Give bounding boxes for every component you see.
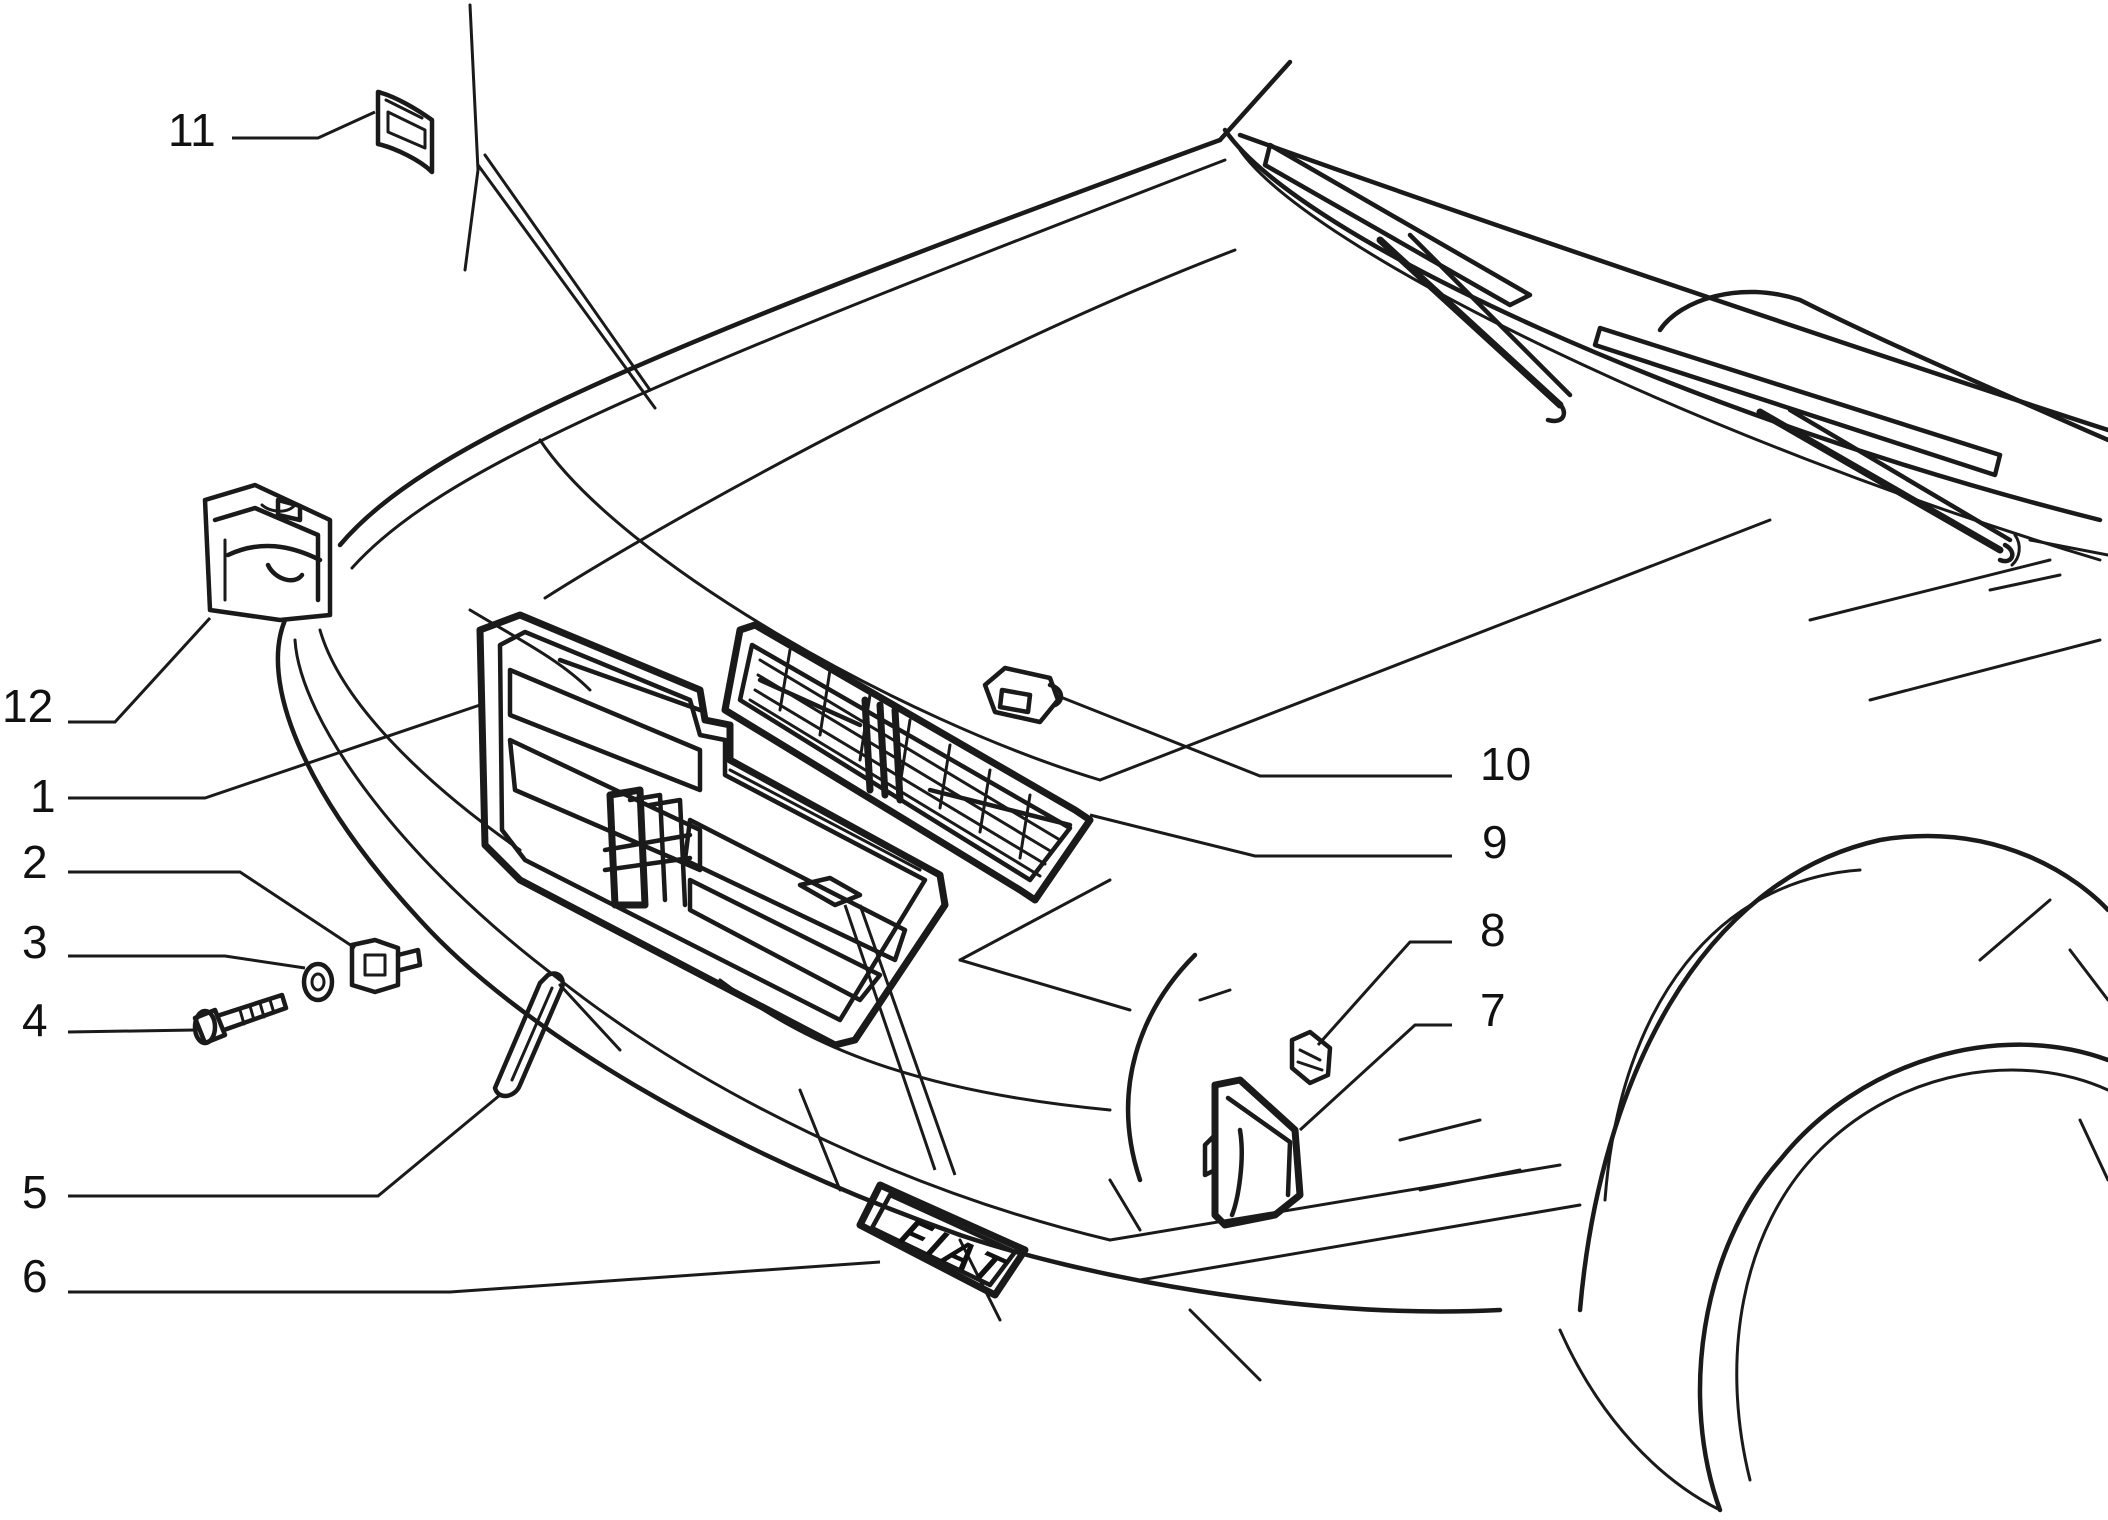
callout-11: 11 <box>168 104 216 156</box>
callout-7: 7 <box>1480 984 1506 1036</box>
part-7-lamp-cover <box>1202 1076 1304 1229</box>
part-4-screw <box>192 992 289 1046</box>
callout-9: 9 <box>1482 816 1508 868</box>
part-5-trim-strip <box>492 971 565 1099</box>
callout-12: 12 <box>2 680 53 732</box>
part-12-hinge <box>202 482 333 623</box>
callout-6: 6 <box>22 1250 48 1302</box>
callout-5: 5 <box>22 1166 48 1218</box>
leader-lines <box>67 110 1452 1294</box>
callout-8: 8 <box>1480 904 1506 956</box>
part-2-nut <box>349 937 423 995</box>
callout-2: 2 <box>22 836 48 888</box>
callout-1: 1 <box>30 770 56 822</box>
part-10-clip <box>982 665 1064 725</box>
part-6-badge: FIAT <box>856 1181 1029 1299</box>
part-1-grille <box>476 611 949 1049</box>
callout-3: 3 <box>22 916 48 968</box>
part-8-clip <box>1289 1029 1333 1086</box>
grille-emblem <box>602 786 693 909</box>
part-11-clip <box>375 89 435 175</box>
part-9-mesh <box>721 621 1094 904</box>
part-3-washer <box>301 961 335 1003</box>
car-body <box>275 59 2108 1513</box>
callout-labels: 11 12 1 2 3 4 5 6 10 9 8 7 <box>2 104 1531 1302</box>
callout-10: 10 <box>1480 738 1531 790</box>
callout-4: 4 <box>22 994 48 1046</box>
